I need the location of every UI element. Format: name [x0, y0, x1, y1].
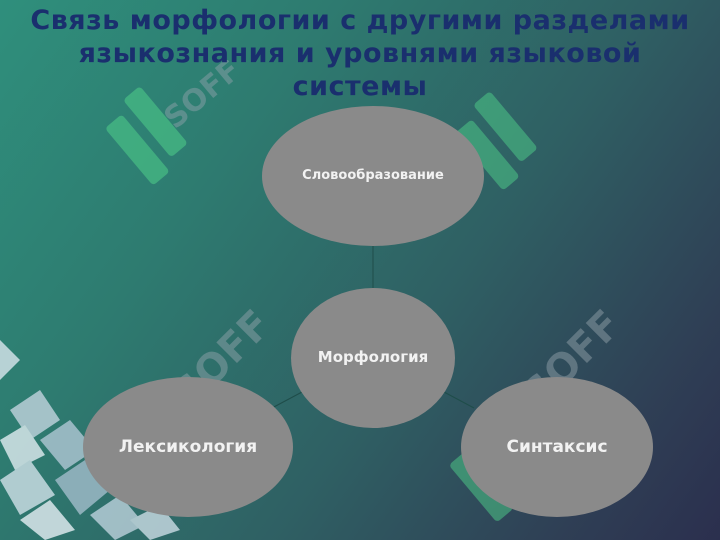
node-label-word-formation: Словообразование — [302, 168, 444, 183]
connector-right — [443, 391, 475, 409]
node-ellipse-syntax — [461, 377, 653, 517]
node-label-lexicology: Лексикология — [118, 437, 258, 457]
node-ellipse-center — [291, 288, 455, 428]
node-label-syntax: Синтаксис — [506, 437, 608, 457]
connector-left — [271, 391, 303, 409]
node-label-center: Морфология — [317, 348, 429, 366]
node-ellipse-lexicology — [83, 377, 293, 517]
node-ellipse-word-formation — [262, 106, 484, 246]
slide-title: Связь морфологии с другими разделами язы… — [30, 5, 690, 102]
